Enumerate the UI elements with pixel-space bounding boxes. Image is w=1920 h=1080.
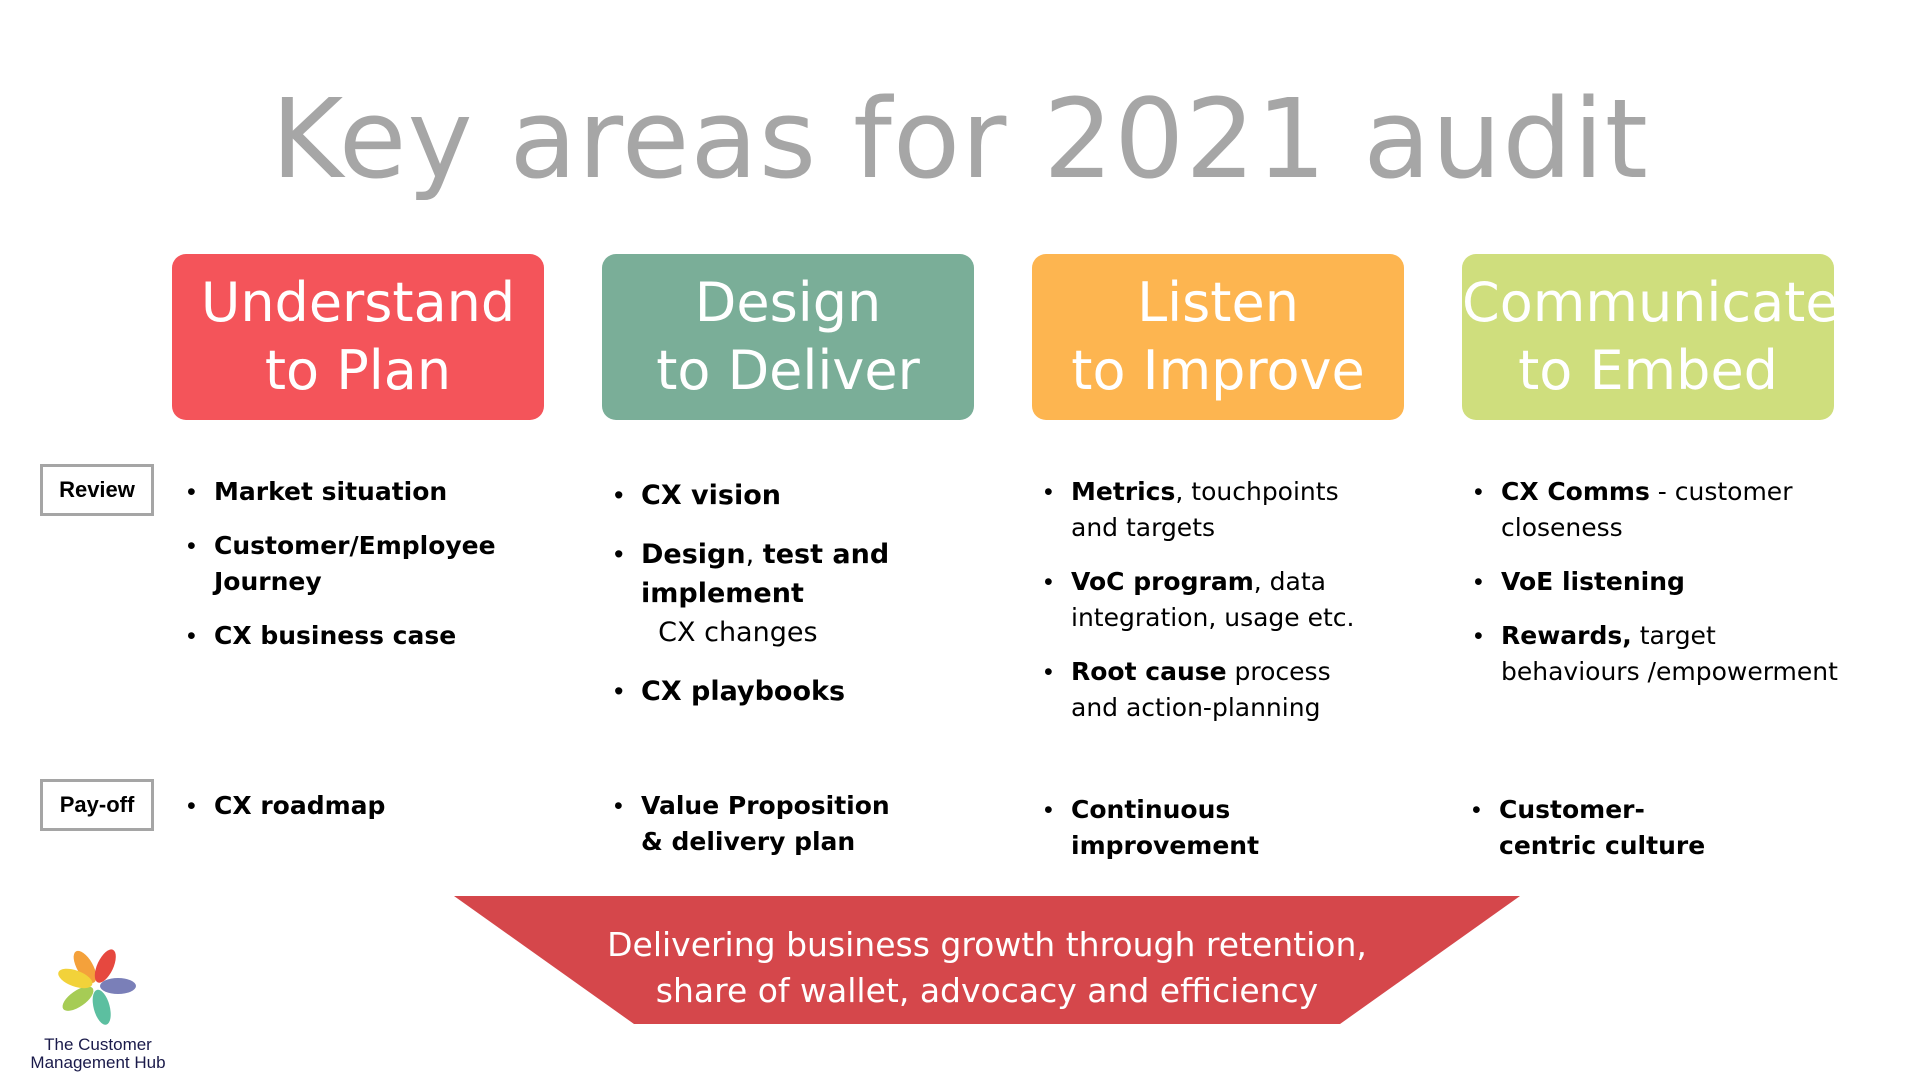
- list-item: CX playbooks: [614, 672, 964, 711]
- list-item: Design, test and implement CX changes: [614, 535, 964, 652]
- payoff-list-col1: CX roadmap: [187, 788, 517, 842]
- list-item: CX Comms - customer closeness: [1474, 474, 1854, 546]
- outcome-banner-text: Delivering business growth through reten…: [454, 922, 1520, 1014]
- review-list-col2: CX vision Design, test and implement CX …: [614, 476, 964, 729]
- list-item: Customer-centric culture: [1472, 792, 1732, 864]
- banner-line2: share of wallet, advocacy and efficiency: [655, 971, 1319, 1010]
- card-design-to-deliver: Design to Deliver: [602, 254, 974, 420]
- list-item: Market situation: [187, 474, 517, 510]
- card-line2: to Plan: [264, 339, 452, 402]
- card-communicate-to-embed: Communicate to Embed: [1462, 254, 1839, 420]
- list-item: CX roadmap: [187, 788, 517, 824]
- list-item: VoC program, data integration, usage etc…: [1044, 564, 1384, 636]
- list-item: Rewards, target behaviours /empowerment: [1474, 618, 1854, 690]
- card-line2: to Embed: [1518, 339, 1778, 402]
- card-line2: to Deliver: [656, 339, 920, 402]
- list-item: CX vision: [614, 476, 964, 515]
- list-item: CX business case: [187, 618, 517, 654]
- hands-icon: [58, 949, 136, 1025]
- card-line1: Listen: [1137, 271, 1299, 334]
- logo-text: The Customer Management Hub: [18, 1036, 178, 1072]
- card-line1: Design: [694, 271, 882, 334]
- payoff-list-col3: Continuous improvement: [1044, 792, 1274, 882]
- outcome-banner: [454, 896, 1520, 1024]
- list-item: Continuous improvement: [1044, 792, 1274, 864]
- list-item: Metrics, touchpoints and targets: [1044, 474, 1384, 546]
- card-line1: Understand: [200, 271, 516, 334]
- card-line1: Communicate: [1462, 271, 1839, 334]
- payoff-list-col4: Customer-centric culture: [1472, 792, 1732, 882]
- card-listen-to-improve: Listen to Improve: [1032, 254, 1404, 420]
- list-item: Customer/Employee Journey: [187, 528, 517, 600]
- list-item: Value Proposition & delivery plan: [614, 788, 914, 860]
- page-title: Key areas for 2021 audit: [271, 75, 1649, 203]
- review-list-col3: Metrics, touchpoints and targets VoC pro…: [1044, 474, 1384, 744]
- review-list-col1: Market situation Customer/Employee Journ…: [187, 474, 517, 672]
- row-label-payoff: Pay-off: [40, 779, 154, 831]
- banner-line1: Delivering business growth through reten…: [607, 925, 1367, 964]
- card-understand-to-plan: Understand to Plan: [172, 254, 544, 420]
- review-list-col4: CX Comms - customer closeness VoE listen…: [1474, 474, 1854, 708]
- logo-line2: Management Hub: [30, 1053, 166, 1072]
- card-line2: to Improve: [1071, 339, 1365, 402]
- row-label-review: Review: [40, 464, 154, 516]
- logo-line1: The Customer: [44, 1035, 152, 1054]
- list-item: VoE listening: [1474, 564, 1854, 600]
- list-item: Root cause process and action-planning: [1044, 654, 1384, 726]
- payoff-list-col2: Value Proposition & delivery plan: [614, 788, 914, 878]
